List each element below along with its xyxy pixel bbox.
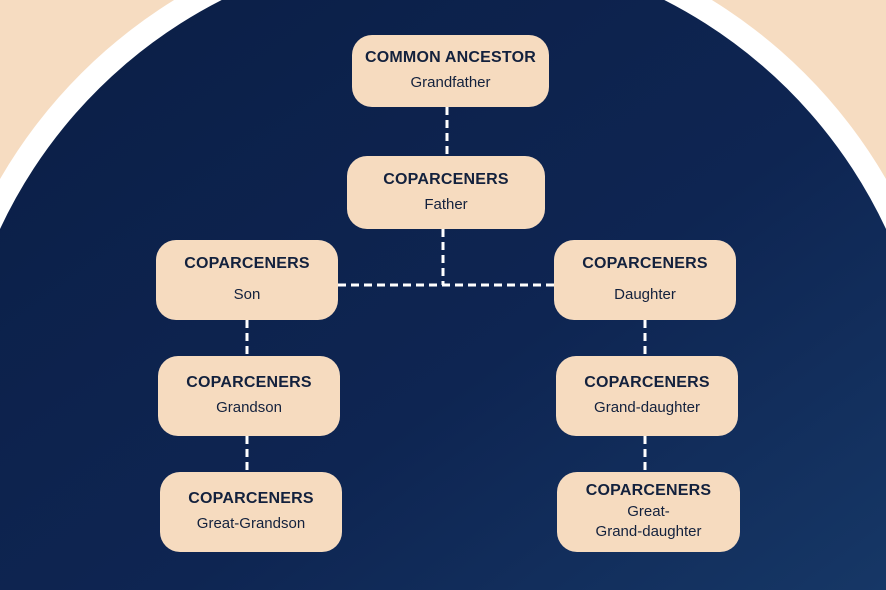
node-title: COPARCENERS	[188, 490, 314, 507]
node-title: COPARCENERS	[582, 255, 708, 272]
node-subtitle: Grand-daughter	[594, 399, 700, 416]
node-title: COPARCENERS	[383, 170, 509, 188]
node-grandfather: COMMON ANCESTOR Grandfather	[352, 35, 549, 107]
node-great-granddaughter: COPARCENERS Great- Grand-daughter	[557, 472, 740, 552]
node-grandson: COPARCENERS Grandson	[158, 356, 340, 436]
node-title: COPARCENERS	[184, 255, 310, 272]
connectors	[245, 107, 647, 472]
node-subtitle: Great- Grand-daughter	[595, 503, 702, 540]
node-father: COPARCENERS Father	[347, 156, 545, 229]
node-son: COPARCENERS Son	[156, 240, 338, 320]
node-granddaughter: COPARCENERS Grand-daughter	[556, 356, 738, 436]
node-great-grandson: COPARCENERS Great-Grandson	[160, 472, 342, 552]
node-title: COPARCENERS	[585, 482, 712, 499]
node-title: COPARCENERS	[186, 374, 312, 391]
node-subtitle: Son	[233, 286, 261, 303]
node-subtitle: Grandson	[216, 399, 282, 416]
node-daughter: COPARCENERS Daughter	[554, 240, 736, 320]
node-title: COPARCENERS	[584, 374, 710, 391]
node-subtitle: Daughter	[614, 286, 676, 303]
node-subtitle: Grandfather	[410, 74, 491, 91]
node-subtitle: Father	[424, 195, 468, 213]
node-title: COMMON ANCESTOR	[365, 49, 536, 66]
node-subtitle: Great-Grandson	[196, 515, 306, 532]
